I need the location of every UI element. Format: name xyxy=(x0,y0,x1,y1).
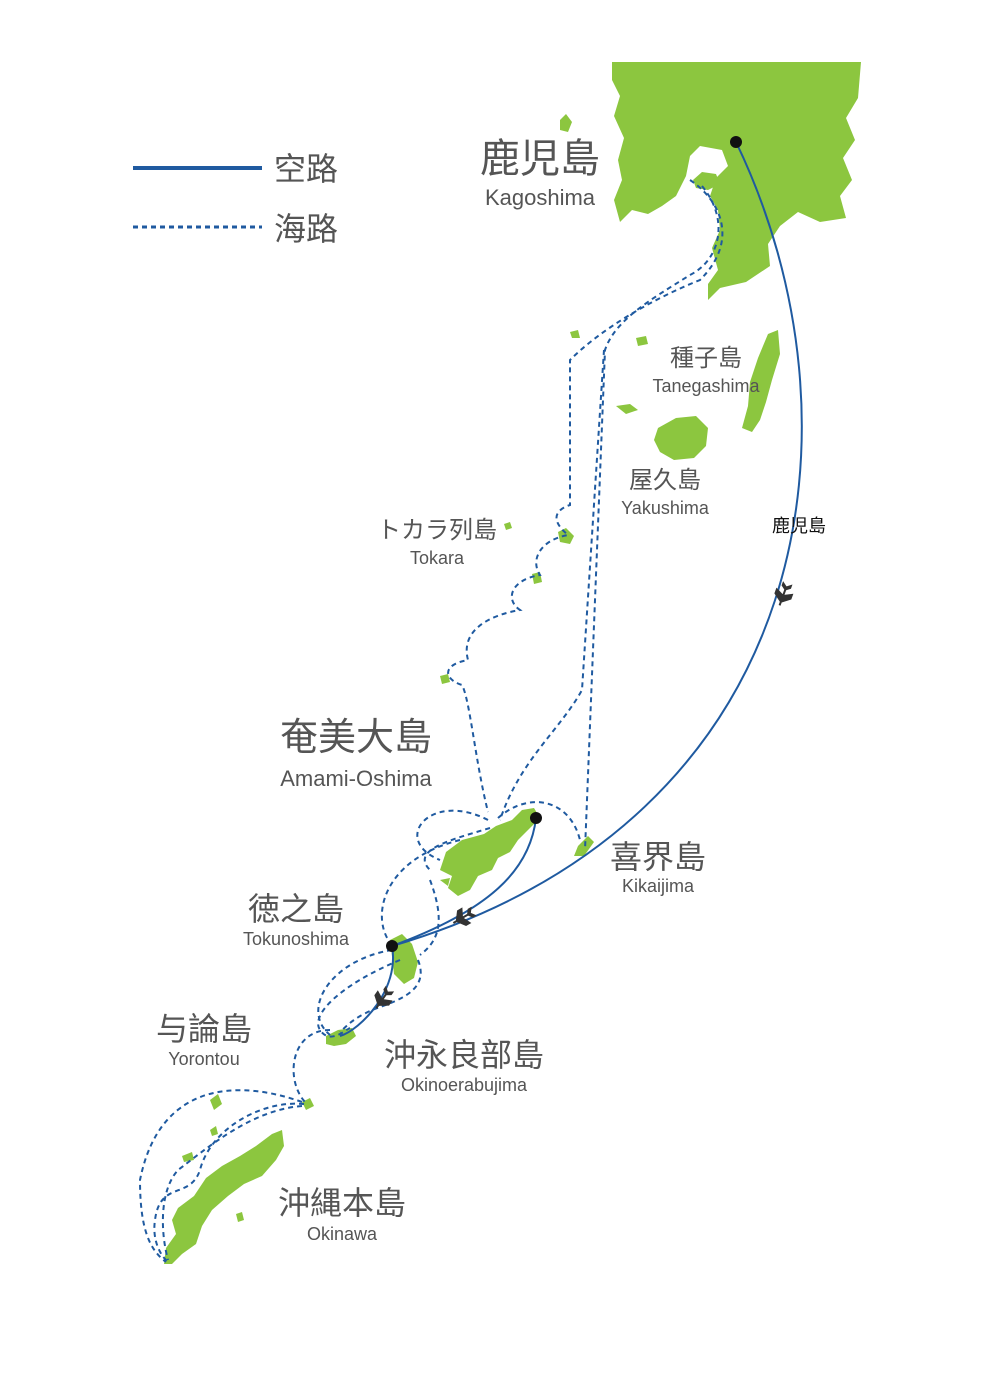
tokara-islet-4 xyxy=(440,674,450,684)
yoron-label-en: Yorontou xyxy=(168,1049,239,1069)
kakeroma-islet xyxy=(440,878,450,886)
tokunoshima-label-en: Tokunoshima xyxy=(243,929,350,949)
kagoshima-label-ja: 鹿児島 xyxy=(480,136,600,182)
yakushima-label-ja: 屋久島 xyxy=(629,466,701,494)
airports xyxy=(386,136,742,952)
sakurajima xyxy=(693,172,720,190)
amami-label-en: Amami-Oshima xyxy=(280,766,432,791)
kikaijima-island xyxy=(574,836,594,856)
okinawa-label-ja: 沖縄本島 xyxy=(278,1184,406,1222)
okinawa-main-island xyxy=(164,1130,284,1264)
sea-route-yoron-okinawa-3 xyxy=(161,1105,303,1261)
amami-label-ja: 奄美大島 xyxy=(280,715,432,759)
tokara-islet-2 xyxy=(532,572,542,584)
tokara-label-en: Tokara xyxy=(410,548,465,568)
tokara-label-ja: トカラ列島 xyxy=(377,516,497,544)
kagoshima-airport-dot-icon xyxy=(730,136,742,148)
sea-route-yoron-okinawa-2 xyxy=(153,1102,305,1263)
airplane-icon xyxy=(374,985,395,1009)
sea-route-okinoerabu-yoron xyxy=(292,1029,331,1103)
tsuken-islet xyxy=(236,1212,244,1222)
koshiki-islet xyxy=(560,114,572,132)
okinoerabu-label-ja: 沖永良部島 xyxy=(384,1036,544,1074)
kuroshima-islet xyxy=(570,330,580,338)
tanegashima-label-ja: 種子島 xyxy=(670,344,742,372)
airplane-icon xyxy=(774,581,794,606)
kikaijima-label-en: Kikaijima xyxy=(622,876,695,896)
sea-route-tokuno-okinoerabu-3 xyxy=(317,959,401,1038)
kuchinoerabu xyxy=(616,404,638,414)
tokara-islet-3 xyxy=(504,522,512,530)
iheya-islet xyxy=(210,1094,222,1110)
air-route-label: 鹿児島 xyxy=(772,516,826,537)
air-route-amami-tokuno xyxy=(391,817,537,947)
sea-route-amami-tokuno-2 xyxy=(419,879,440,956)
yakushima-island xyxy=(654,416,708,460)
okinoerabu-label-en: Okinoerabujima xyxy=(401,1075,528,1095)
sea-route-kagoshima-tokara xyxy=(447,179,724,813)
tanegashima-label-en: Tanegashima xyxy=(652,376,760,396)
tokunoshima-label-ja: 徳之島 xyxy=(248,890,344,928)
amami-oshima-island xyxy=(440,808,540,896)
sea-route-legend-label: 海路 xyxy=(274,210,338,248)
ie-islet xyxy=(182,1152,194,1162)
sea-route-amami-loop-3 xyxy=(423,827,491,871)
legend: 空路 海路 xyxy=(133,150,338,248)
sea-routes xyxy=(138,179,724,1263)
land-masses xyxy=(164,62,861,1264)
amami-airport-dot-icon xyxy=(530,812,542,824)
tokunoshima-airport-dot-icon xyxy=(386,940,398,952)
kagoshima-mainland xyxy=(612,62,861,300)
air-route-tokuno-okinoerabu xyxy=(339,945,395,1037)
sea-route-kagoshima-kikai xyxy=(584,185,720,851)
yakushima-label-en: Yakushima xyxy=(621,498,710,518)
air-routes xyxy=(339,141,803,1037)
izena-islet xyxy=(210,1126,218,1136)
sea-route-amami-loop-2 xyxy=(497,801,581,841)
okinawa-label-en: Okinawa xyxy=(307,1224,378,1244)
airplane-icons xyxy=(374,581,794,1009)
kikaijima-label-ja: 喜界島 xyxy=(610,838,706,876)
yoron-label-ja: 与論島 xyxy=(156,1010,252,1048)
sea-route-tokuno-okinoerabu xyxy=(317,949,393,1036)
sea-route-kagoshima-amami-east xyxy=(499,349,605,821)
sea-route-amami-tokuno xyxy=(380,839,461,946)
sea-route-tokuno-okinoerabu-2 xyxy=(339,959,422,1033)
kagoshima-label-en: Kagoshima xyxy=(485,185,596,210)
airplane-icon xyxy=(452,906,477,927)
sea-route-amami-loop-1 xyxy=(416,809,489,861)
air-route-kagoshima-tokuno xyxy=(391,141,803,947)
air-route-legend-label: 空路 xyxy=(274,150,338,188)
place-labels: 鹿児島 Kagoshima 種子島 Tanegashima 屋久島 Yakush… xyxy=(156,136,826,1244)
mageshima xyxy=(636,336,648,346)
sea-route-yoron-okinawa xyxy=(138,1089,303,1263)
tanegashima-island xyxy=(742,330,780,432)
